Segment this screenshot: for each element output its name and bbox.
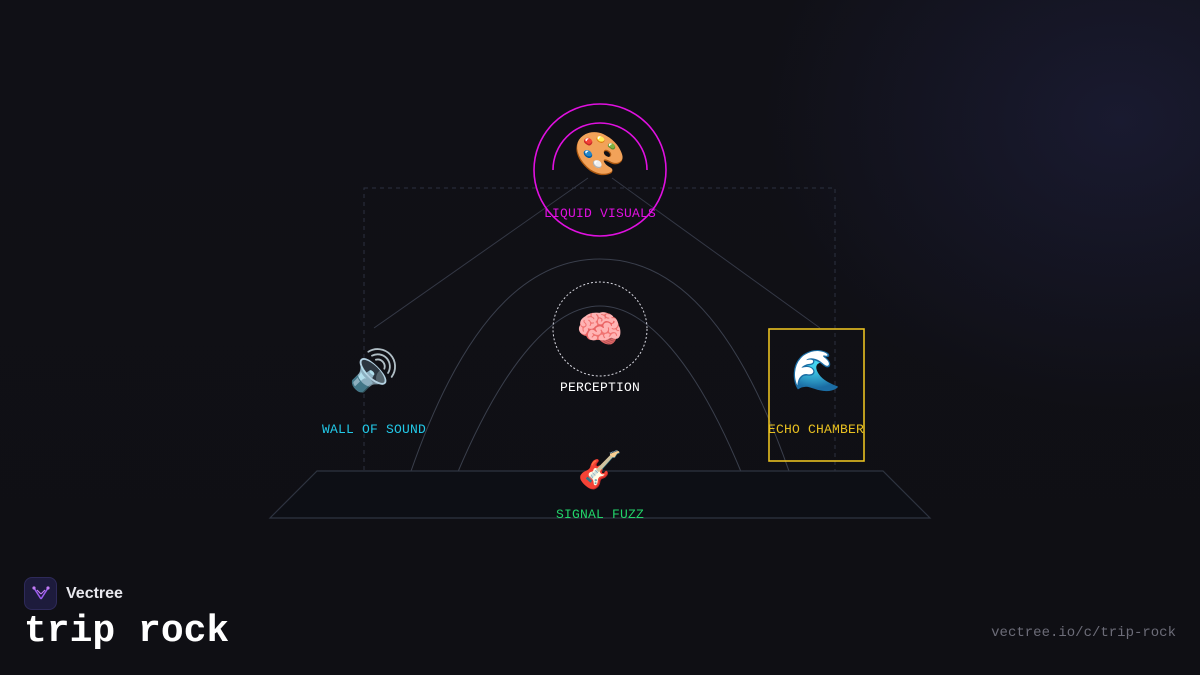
speaker-icon: 🔊 [349, 348, 399, 394]
dashed-frame [363, 187, 836, 479]
page-title: trip rock [24, 610, 230, 653]
source-url: vectree.io/c/trip-rock [991, 625, 1176, 641]
connector-line-right [611, 177, 821, 329]
guitar-icon: 🎸 [577, 450, 623, 491]
brain-icon: 🧠 [576, 307, 624, 351]
connector-line-left [373, 177, 589, 329]
echo-chamber-label: ECHO CHAMBER [767, 422, 865, 437]
wave-icon: 🌊 [791, 348, 841, 394]
brand: Vectree [24, 577, 123, 610]
vectree-logo-icon [24, 577, 57, 610]
palette-icon: 🎨 [573, 129, 627, 178]
echo-chamber-frame [768, 328, 865, 462]
perception-ring [552, 281, 648, 377]
signal-fuzz-label: SIGNAL FUZZ [555, 507, 645, 522]
liquid-visuals-inner-arc [552, 122, 648, 171]
base-platform [268, 470, 932, 519]
liquid-visuals-ring [533, 103, 667, 237]
liquid-visuals-label: LIQUID VISUALS [543, 206, 657, 221]
inner-arc [456, 305, 743, 475]
outer-arc [409, 258, 791, 475]
brand-name: Vectree [66, 584, 123, 602]
perception-label: PERCEPTION [559, 380, 641, 395]
wall-of-sound-label: WALL OF SOUND [321, 422, 427, 437]
